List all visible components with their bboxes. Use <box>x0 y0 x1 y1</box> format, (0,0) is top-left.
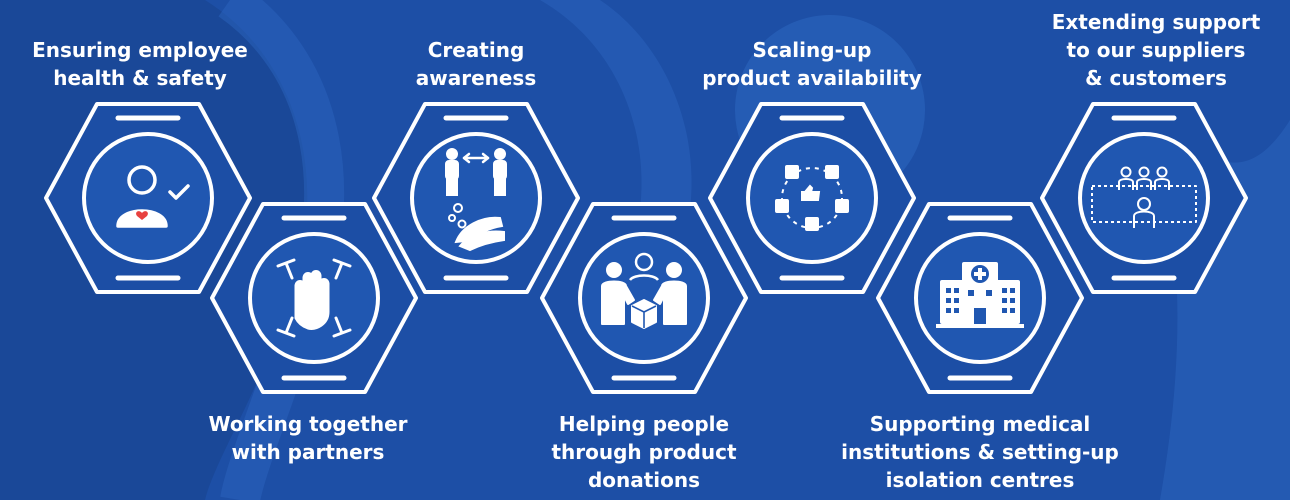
label-line: to our suppliers <box>1066 38 1246 62</box>
step-label-product-availability: Scaling-up product availability <box>672 36 952 92</box>
label-line: Scaling-up <box>752 38 872 62</box>
hospital-icon <box>936 262 1024 328</box>
step-label-donations: Helping people through product donations <box>514 410 774 494</box>
step-label-partners: Working together with partners <box>180 410 436 466</box>
label-line: Ensuring employee <box>32 38 248 62</box>
label-line: product availability <box>702 66 922 90</box>
hexagon-medical-institutions <box>874 200 1086 396</box>
hexagon-suppliers-customers <box>1038 100 1250 296</box>
donation-box-icon <box>601 252 687 329</box>
hexagon-donations <box>538 200 750 396</box>
step-label-medical-institutions: Supporting medical institutions & settin… <box>820 410 1140 494</box>
hexagon-shape <box>1040 102 1248 294</box>
hexagon-shape <box>876 202 1084 394</box>
hexagon-employee-health <box>42 100 254 296</box>
label-line: Supporting medical <box>869 412 1091 436</box>
supply-network-icon <box>1091 166 1197 228</box>
product-cycle-icon <box>775 165 849 231</box>
label-line: with partners <box>231 440 385 464</box>
hexagon-awareness <box>370 100 582 296</box>
hexagon-shape <box>44 102 252 294</box>
step-label-employee-health: Ensuring employee health & safety <box>12 36 268 92</box>
hexagon-product-availability <box>706 100 918 296</box>
hexagon-shape <box>708 102 916 294</box>
label-line: Extending support <box>1051 10 1261 34</box>
step-label-awareness: Creating awareness <box>356 36 596 92</box>
label-line: through product <box>551 440 737 464</box>
hexagon-shape <box>210 202 418 394</box>
step-label-suppliers-customers: Extending support to our suppliers & cus… <box>1024 8 1288 92</box>
label-line: donations <box>587 468 701 492</box>
label-line: Creating <box>427 38 525 62</box>
label-line: institutions & setting-up <box>841 440 1119 464</box>
distancing-handwash-icon <box>445 148 507 252</box>
label-line: & customers <box>1085 66 1227 90</box>
hexagon-partners <box>208 200 420 396</box>
label-line: isolation centres <box>885 468 1075 492</box>
hexagon-shape <box>540 202 748 394</box>
hexagon-shape <box>372 102 580 294</box>
joined-hands-icon <box>276 258 352 338</box>
label-line: Helping people <box>558 412 730 436</box>
label-line: health & safety <box>53 66 227 90</box>
label-line: Working together <box>208 412 408 436</box>
label-line: awareness <box>415 66 537 90</box>
